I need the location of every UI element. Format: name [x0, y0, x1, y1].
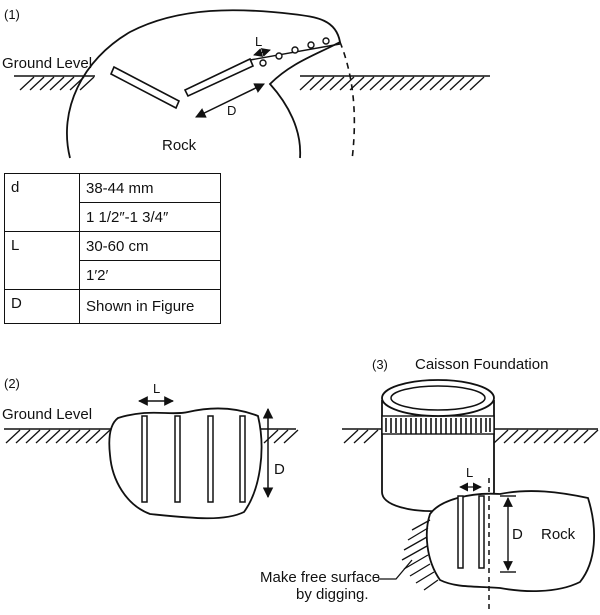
spec-value: 30-60 cm: [79, 231, 221, 261]
fig1-rock-label: Rock: [162, 137, 197, 154]
fig1-ground-hatch: [19, 76, 485, 91]
fig3-note-leader: [378, 559, 413, 580]
fig3-ground-hatch: [343, 429, 599, 444]
fig2-ground-level-label: Ground Level: [2, 406, 93, 423]
spec-value: 38-44 mm: [79, 173, 221, 203]
fig1-drill-rod-right: [183, 57, 255, 98]
fig1-drill-holes: [259, 37, 330, 67]
fig3-caisson-opening: [390, 385, 486, 411]
spec-key-d-depth: D: [4, 289, 80, 324]
fig2-number: (2): [4, 376, 20, 391]
fig3-d-dimension: [500, 495, 516, 573]
fig3-rock-label: Rock: [541, 526, 576, 543]
fig3-title: Caisson Foundation: [415, 356, 549, 373]
table-row: D Shown in Figure: [4, 289, 221, 324]
spec-value: 1 1/2″-1 3/4″: [79, 202, 221, 232]
fig2-drill-holes: [141, 415, 246, 503]
spec-key-d: d: [4, 173, 80, 232]
fig3-caisson-ribs: [385, 418, 491, 434]
fig3-dug-hatch: [401, 519, 439, 591]
table-row: d 38-44 mm: [4, 173, 221, 232]
fig2-rock-outline: [108, 407, 263, 520]
fig1-l-label: L: [255, 34, 263, 49]
fig1-rock-cut-dashed: [339, 41, 356, 161]
fig3-drill-holes: [457, 495, 485, 569]
fig3-caisson-band: [381, 415, 495, 435]
fig2-d-label: D: [274, 461, 285, 478]
fig3-l-label: L: [466, 465, 474, 480]
fig1-l-arrow: [253, 48, 271, 57]
spec-value: 1′2′: [79, 260, 221, 290]
fig1-rock-outline: [66, 9, 342, 159]
fig1-number: (1): [4, 7, 20, 22]
fig3-note-line2: by digging.: [296, 586, 369, 603]
fig1-d-arrow: [195, 83, 265, 118]
fig3-note-line1: Make free surface: [260, 569, 381, 586]
fig2-l-label: L: [153, 381, 161, 396]
spec-value: Shown in Figure: [79, 289, 221, 324]
table-row: L 30-60 cm: [4, 231, 221, 290]
fig1-d-label: D: [227, 103, 237, 118]
spec-table: d 38-44 mm 1 1/2″-1 3/4″ L 30-60 cm 1′2′…: [4, 173, 221, 324]
fig1-ground-level-label: Ground Level: [2, 55, 93, 72]
spec-key-l: L: [4, 231, 80, 290]
fig3-number: (3): [372, 357, 388, 372]
fig1-drill-rod-left: [109, 65, 181, 110]
fig3-d-label: D: [512, 526, 523, 543]
table-row: 1 1/2″-1 3/4″: [5, 202, 221, 232]
